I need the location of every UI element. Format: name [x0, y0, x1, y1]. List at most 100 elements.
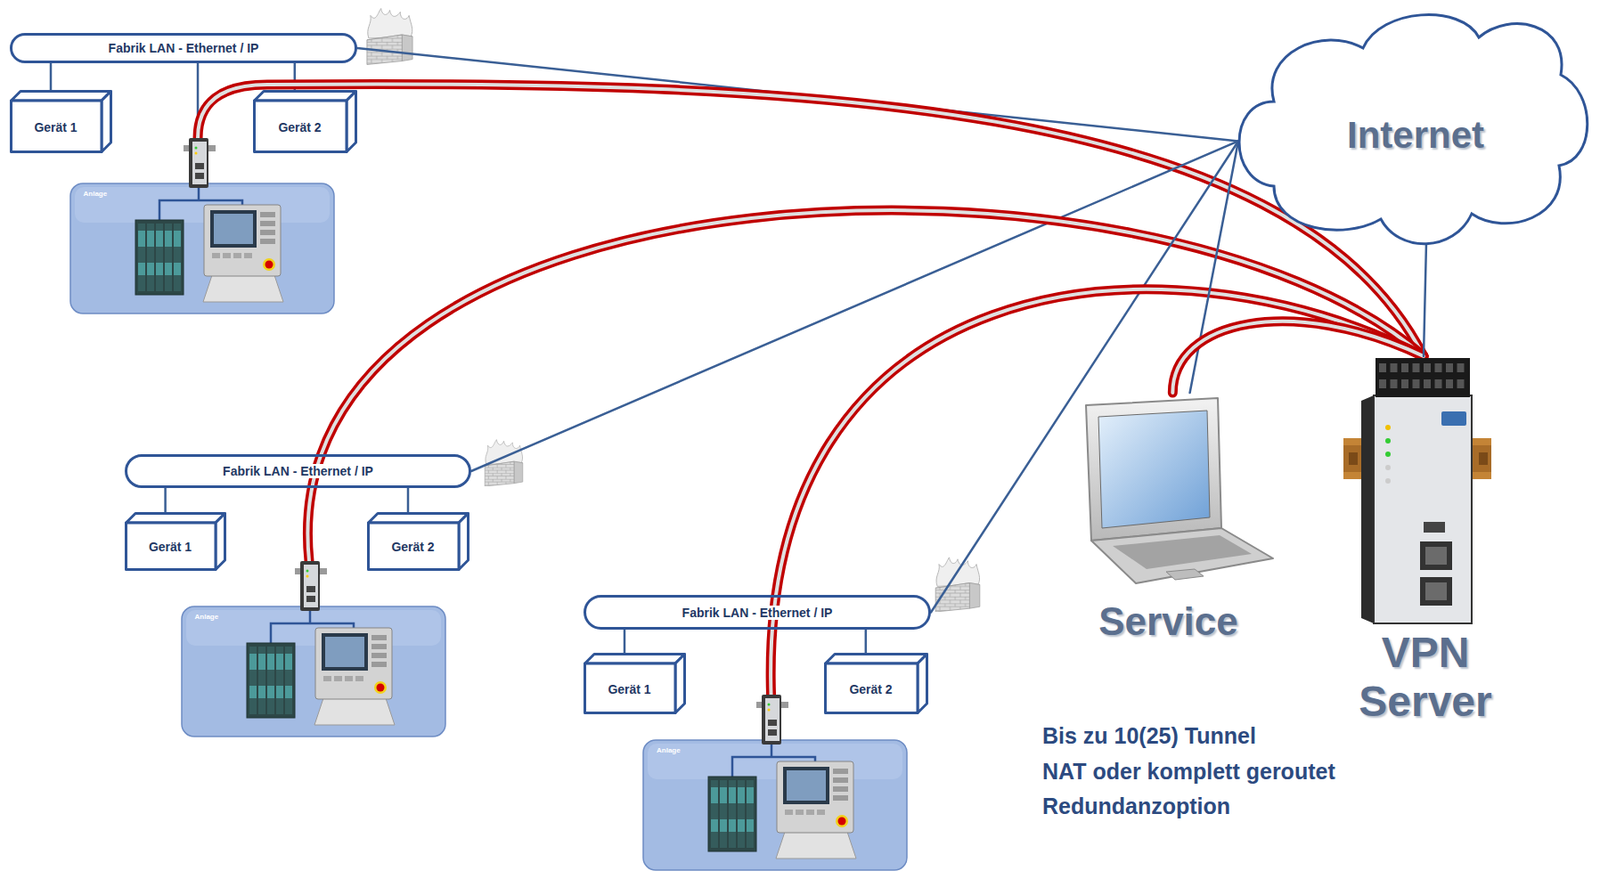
plant-panel-shape-part: [173, 223, 181, 292]
vpn-server-device-shape-part: [1412, 379, 1421, 389]
device-box-shape-part: [126, 514, 226, 524]
plant-panel-shape-part: [70, 183, 335, 314]
plant-panel-shape-part: [203, 275, 284, 303]
plant-panel-shape-part: [260, 212, 276, 218]
vpn-server-device-shape-part: [1423, 522, 1445, 533]
feature-note: Redundanzoption: [1042, 793, 1231, 820]
plant-panel-shape-part: [258, 653, 266, 670]
network-link: [50, 63, 52, 90]
plant-panel-shape-part: [276, 646, 284, 715]
vpn-server-device-shape-part: [1457, 379, 1465, 389]
firewall-icon: [935, 557, 980, 613]
text-holder: Fabrik LAN - Ethernet / IP: [124, 454, 472, 489]
plant-panel: Anlage: [642, 694, 908, 872]
plant-panel-shape-part: [285, 653, 293, 670]
vpn-tunnel: [770, 289, 1424, 695]
plant-panel-shape-part: [138, 262, 146, 276]
vpn-server-device-shape-part: [1423, 379, 1431, 389]
plant-panel: Anlage: [180, 561, 447, 738]
device-label: Gerät 2: [848, 682, 892, 697]
service-laptop-shape-part: [1085, 398, 1222, 541]
plant-panel-shape-part: [222, 253, 231, 259]
device-box-shape-part: [215, 514, 226, 571]
vpn-server-device-shape-part: [1379, 379, 1387, 389]
lan-band: Fabrik LAN - Ethernet / IP: [583, 595, 931, 630]
vpn-server-device-shape-part: [1385, 465, 1391, 471]
vpn-server-device-shape-part: [1390, 363, 1398, 373]
plant-panel-shape-part: [728, 819, 736, 833]
plant-panel-shape-part: [786, 770, 826, 801]
plant-panel-shape-part: [204, 204, 281, 277]
plant-panel-shape-part: [186, 610, 441, 646]
lan-band-shape-part: [11, 34, 357, 63]
plant-panel-shape-part: [371, 653, 387, 659]
internet-cloud-shape-part-part: [1239, 15, 1588, 245]
device-box: Gerät 2: [253, 89, 358, 154]
tunnel-outer: [197, 83, 1424, 357]
plant-panel-shape-part: [264, 261, 273, 270]
plant-panel-shape-part: [285, 646, 293, 715]
plant-panel-shape-part: [344, 676, 353, 682]
plant-panel-shape-part: [155, 230, 164, 247]
lan-band-shape-part: [585, 596, 931, 629]
device-box: Gerät 1: [124, 512, 227, 572]
plant-panel-shape-part: [719, 787, 727, 804]
plant-panel-shape-part: [173, 230, 181, 247]
plant-panel-shape-part: [784, 809, 793, 816]
plant-panel-shape: [180, 561, 447, 738]
link-line: [407, 488, 410, 513]
text-holder: Gerät 2: [824, 663, 918, 715]
feature-note: Bis zu 10(25) Tunnel: [1042, 723, 1257, 750]
plant-panel-shape-part: [305, 575, 309, 579]
plant-panel-shape-part: [795, 809, 804, 816]
plant-panel-shape-part: [260, 229, 276, 236]
plant-panel-shape-part: [267, 646, 275, 715]
plant-panel-shape-part: [710, 780, 719, 849]
plant-panel-shape-part: [783, 767, 830, 805]
plant-panel-shape-part: [249, 653, 257, 670]
device-box-shape-part: [675, 654, 686, 714]
link-line: [1190, 140, 1239, 393]
lan-band-shape-part: [126, 456, 471, 488]
tunnel-core: [197, 83, 1424, 357]
link-line: [49, 63, 53, 90]
text-holder: Gerät 1: [9, 100, 102, 154]
plant-panel-shape-part: [838, 817, 847, 826]
plant-panel-shape-part: [323, 676, 332, 682]
vpn-server-device-shape-part: [1361, 395, 1374, 624]
device-box: Gerät 1: [583, 653, 686, 715]
plant-panel-shape-part: [173, 262, 181, 276]
device-box: Gerät 2: [824, 653, 929, 715]
plant-panel-shape-part: [146, 230, 155, 247]
vpn-server-device-shape-part: [1348, 452, 1358, 466]
device-box-shape-part: [126, 522, 217, 571]
plant-panel-shape-part: [775, 832, 857, 859]
vpn-server-device-shape-part: [1401, 363, 1409, 373]
plant-panel-shape-part: [371, 644, 387, 650]
device-label: Gerät 1: [607, 682, 651, 697]
plant-panel-shape-part: [728, 787, 736, 804]
plant-panel-shape-part: [267, 653, 275, 670]
plant-panel-shape-part: [233, 253, 242, 259]
plant-panel-shape-part: [325, 636, 365, 668]
device-box-shape-part: [11, 100, 103, 153]
node-label: Anlage: [195, 612, 220, 621]
plant-panel-shape-part: [719, 819, 727, 833]
plant-panel-shape-part: [276, 653, 284, 670]
tunnel-core: [307, 210, 1424, 562]
plant-panel-shape-part: [249, 646, 257, 715]
link-line: [1423, 244, 1427, 357]
service-laptop: Service: [1061, 392, 1276, 661]
plant-panel-shape-part: [767, 719, 777, 727]
internet-cloud: Internet: [1238, 3, 1593, 245]
text-holder: Anlage: [195, 612, 220, 621]
plant-panel-shape-part: [314, 698, 395, 726]
plant-panel-shape-part: [321, 633, 368, 671]
vpn-server-device-shape-part: [1435, 379, 1443, 389]
plant-panel-shape-part: [285, 685, 293, 699]
network-link: [865, 629, 866, 654]
plant-panel-shape-part: [832, 777, 849, 784]
service-laptop-shape-part: [1091, 528, 1274, 584]
plant-panel-shape-part: [194, 152, 197, 156]
vpn-server-device-shape-part: [1420, 541, 1453, 571]
